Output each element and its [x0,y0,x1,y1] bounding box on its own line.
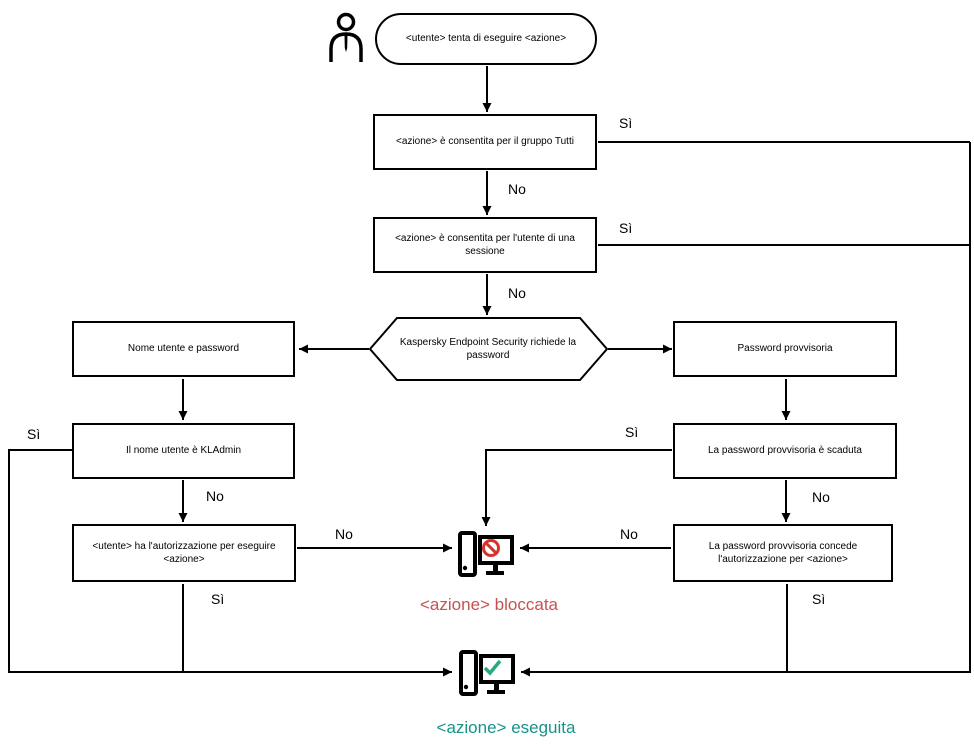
label-session-yes: Sì [619,220,633,236]
label-kladmin-yes: Sì [27,426,41,442]
edge-right-rail-to-executed [521,142,971,677]
label-grants-yes: Sì [812,591,826,607]
node-password-prompt: Kaspersky Endpoint Security richiede la … [395,330,581,368]
node-temp-password: Password provvisoria [673,321,897,377]
edge-kladmin-yes [8,449,452,677]
node-kladmin: Il nome utente è KLAdmin [72,423,295,479]
label-kladmin-no: No [206,488,224,504]
label-grants-no: No [620,526,638,542]
executed-computer-icon [459,650,515,696]
node-temp-grants: La password provvisoria concede l'autori… [673,524,893,582]
label-userauth-no: No [335,526,353,542]
label-group-no: No [508,181,526,197]
label-userauth-yes: Sì [211,591,225,607]
edge-expired-yes [481,449,672,526]
blocked-computer-icon [458,531,514,577]
label-group-yes: Sì [619,115,633,131]
label-expired-no: No [812,489,830,505]
executed-outcome-label: <azione> eseguita [436,718,576,737]
label-session-no: No [508,285,526,301]
label-expired-yes: Sì [625,424,639,440]
start-node-label: <utente> tenta di eseguire <azione> [405,33,567,45]
password-prompt-hexagon [368,317,609,381]
node-temp-expired-label: La password provvisoria è scaduta [708,445,862,457]
node-username-password: Nome utente e password [72,321,295,377]
user-icon [329,12,363,62]
node-temp-password-label: Password provvisoria [737,343,833,355]
node-group-allowed: <azione> è consentita per il gruppo Tutt… [373,114,597,170]
node-kladmin-label: Il nome utente è KLAdmin [125,445,242,457]
node-session-allowed-label: <azione> è consentita per l'utente di un… [395,232,575,258]
blocked-outcome-label: <azione> bloccata [420,595,558,614]
node-username-password-label: Nome utente e password [127,343,240,355]
node-session-allowed: <azione> è consentita per l'utente di un… [373,217,597,273]
node-group-allowed-label: <azione> è consentita per il gruppo Tutt… [396,136,574,148]
check-icon [483,659,502,676]
node-temp-expired: La password provvisoria è scaduta [673,423,897,479]
node-temp-grants-label: La password provvisoria concede l'autori… [708,540,858,566]
prohibition-icon [482,539,500,557]
start-node: <utente> tenta di eseguire <azione> [375,13,597,65]
node-user-authorized: <utente> ha l'autorizzazione per eseguir… [72,524,296,582]
node-user-authorized-label: <utente> ha l'autorizzazione per eseguir… [92,540,276,566]
node-password-prompt-label: Kaspersky Endpoint Security richiede la … [399,336,577,362]
